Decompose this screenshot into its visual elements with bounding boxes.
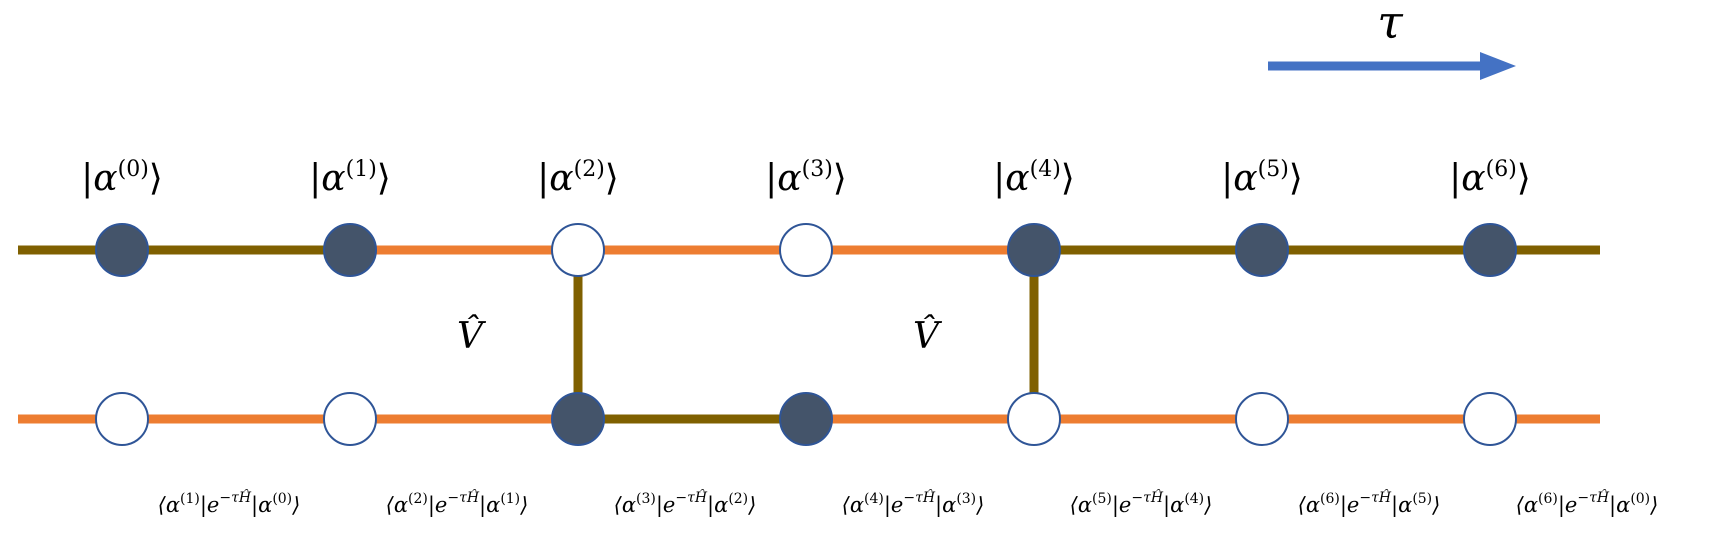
time-arrow: τ [1268, 0, 1516, 80]
top-node-filled [95, 223, 149, 277]
top-node-filled [1007, 223, 1061, 277]
interaction-labels: V̂ V̂ [457, 314, 943, 357]
bottom-node-empty [1463, 392, 1517, 446]
state-nodes [95, 223, 1517, 446]
matrix-element-label: ⟨α(6)|e−τĤ|α(0)⟩ [1516, 488, 1659, 518]
ket-label: |α(4)⟩ [993, 157, 1075, 199]
matrix-element-labels: ⟨α(1)|e−τĤ|α(0)⟩ ⟨α(2)|e−τĤ|α(1)⟩ ⟨α(3)|e−… [158, 488, 1659, 518]
matrix-element-label: ⟨α(3)|e−τĤ|α(2)⟩ [614, 488, 757, 518]
bottom-node-filled [551, 392, 605, 446]
top-node-filled [323, 223, 377, 277]
time-arrow-head [1480, 52, 1516, 80]
ket-label: |α(0)⟩ [81, 157, 163, 199]
interaction-links [573, 250, 1039, 419]
top-node-empty [779, 223, 833, 277]
bottom-node-empty [1007, 392, 1061, 446]
matrix-element-label: ⟨α(5)|e−τĤ|α(4)⟩ [1070, 488, 1213, 518]
time-label: τ [1377, 0, 1404, 49]
ket-label: |α(5)⟩ [1221, 157, 1303, 199]
ket-label: |α(6)⟩ [1449, 157, 1531, 199]
worldlines [18, 245, 1600, 424]
bottom-node-filled [779, 392, 833, 446]
state-labels: |α(0)⟩ |α(1)⟩ |α(2)⟩ |α(3)⟩ |α(4)⟩ |α(5)⟩ |α(6… [81, 157, 1531, 199]
matrix-element-label: ⟨α(2)|e−τĤ|α(1)⟩ [386, 488, 529, 518]
ket-label: |α(2)⟩ [537, 157, 619, 199]
top-node-filled [1235, 223, 1289, 277]
interaction-label: V̂ [913, 314, 943, 357]
bottom-node-empty [323, 392, 377, 446]
bottom-node-empty [1235, 392, 1289, 446]
top-node-filled [1463, 223, 1517, 277]
interaction-label: V̂ [457, 314, 487, 357]
matrix-element-label: ⟨α(4)|e−τĤ|α(3)⟩ [842, 488, 985, 518]
top-node-empty [551, 223, 605, 277]
matrix-element-label: ⟨α(1)|e−τĤ|α(0)⟩ [158, 488, 301, 518]
ket-label: |α(1)⟩ [309, 157, 391, 199]
matrix-element-label: ⟨α(6)|e−τĤ|α(5)⟩ [1298, 488, 1441, 518]
ket-label: |α(3)⟩ [765, 157, 847, 199]
bottom-node-empty [95, 392, 149, 446]
